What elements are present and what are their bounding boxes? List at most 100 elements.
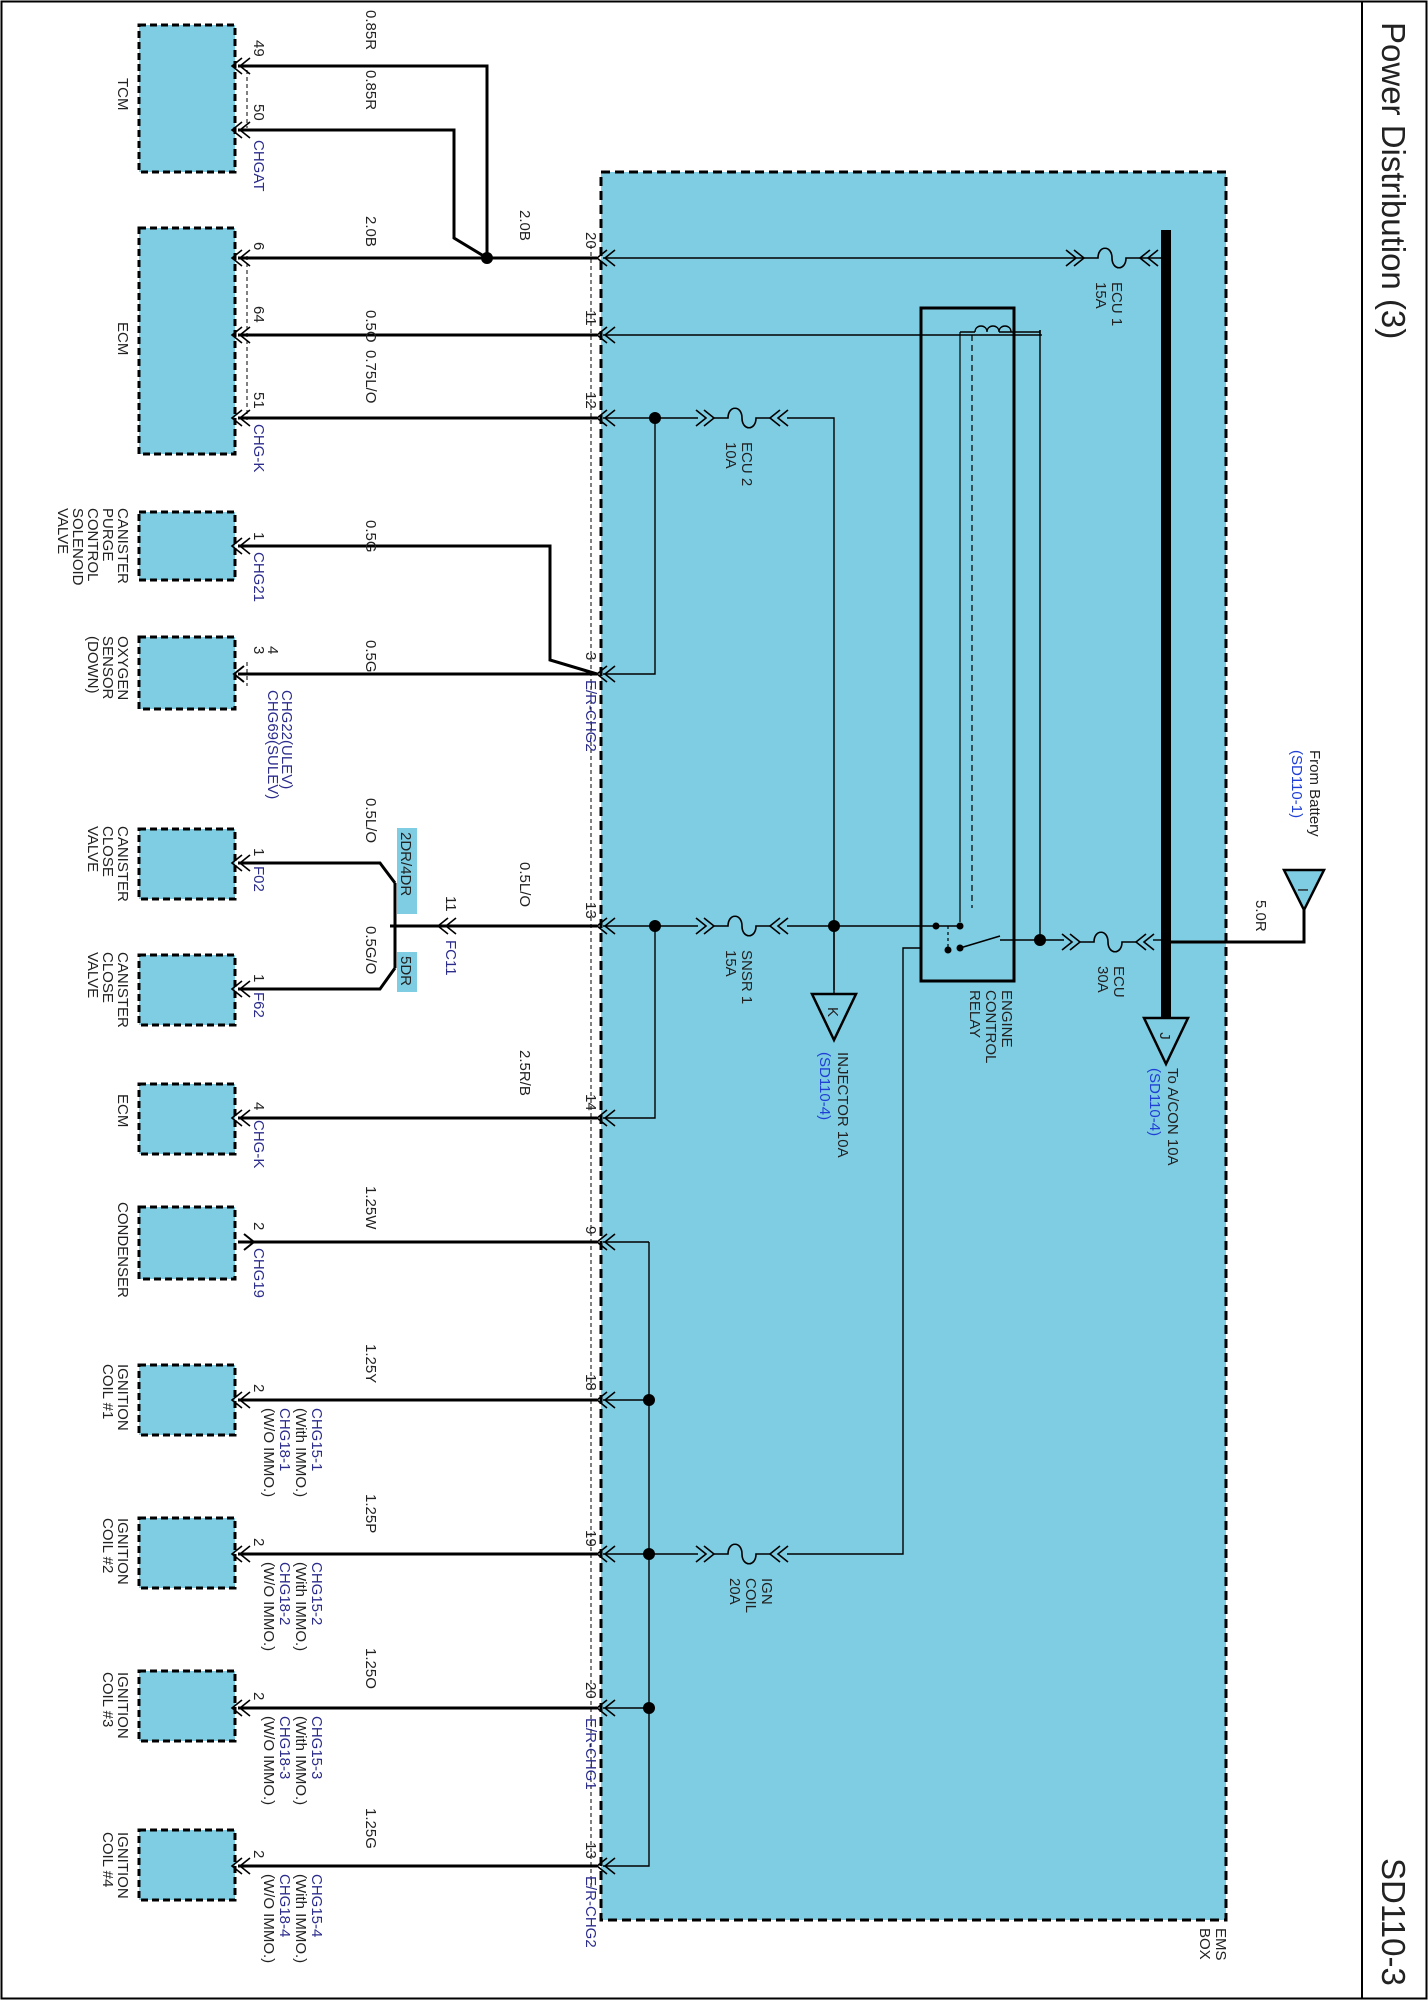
svg-text:CHG15-3: CHG15-3	[308, 1716, 325, 1779]
svg-text:CHG19: CHG19	[250, 1248, 267, 1298]
oxygen-sensor-box	[137, 635, 237, 711]
svg-text:0.85R: 0.85R	[362, 10, 379, 50]
svg-text:(With IMMO.): (With IMMO.)	[292, 1874, 309, 1963]
svg-text:ECU: ECU	[1110, 966, 1127, 998]
svg-text:18: 18	[582, 1374, 599, 1391]
purge-valve-label: CANISTER PURGE CONTROL SOLENOID VALVE	[54, 508, 131, 586]
svg-text:2: 2	[250, 1692, 267, 1700]
svg-text:1.25W: 1.25W	[362, 1186, 379, 1230]
svg-text:13: 13	[582, 902, 599, 919]
svg-text:0.5O: 0.5O	[362, 310, 379, 343]
svg-text:2.5R/B: 2.5R/B	[516, 1050, 533, 1096]
battery-source: I From Battery (SD110-1)	[1281, 750, 1327, 913]
svg-text:ECU 2: ECU 2	[738, 442, 755, 486]
svg-text:E/R-CHG1: E/R-CHG1	[582, 1718, 599, 1790]
wire-purge	[238, 544, 598, 676]
svg-text:IGNITION: IGNITION	[114, 1832, 131, 1899]
svg-text:VALVE: VALVE	[54, 508, 71, 554]
engine-control-relay: ENGINE CONTROL RELAY	[919, 306, 1040, 1063]
svg-text:COIL: COIL	[742, 1578, 759, 1613]
condenser-label: CONDENSER	[114, 1202, 131, 1298]
wire-codes: 0.85R 0.85R 2.0B 2.0B 0.5O 0.75L/O 0.5G …	[362, 10, 1269, 1849]
relay-coil	[960, 325, 1040, 333]
page-title: Power Distribution (3)	[1375, 22, 1412, 339]
svg-text:0.5G: 0.5G	[362, 520, 379, 553]
fuse-ecu2: ECU 2 10A	[695, 407, 789, 486]
svg-text:10A: 10A	[722, 442, 739, 469]
svg-text:6: 6	[250, 242, 267, 250]
svg-text:VALVE: VALVE	[84, 826, 101, 872]
coil-connectors: CHG15-1 (With IMMO.) CHG18-1 (W/O IMMO.)…	[260, 1408, 325, 1963]
svg-text:SOLENOID: SOLENOID	[69, 508, 86, 586]
coil-1-connectors: CHG15-1 (With IMMO.) CHG18-1 (W/O IMMO.)	[260, 1408, 325, 1497]
condenser-box	[137, 1205, 237, 1281]
ecm-bottom-box	[137, 1082, 237, 1156]
wire-tcm-50	[238, 128, 488, 260]
svg-text:CHG69(SULEV): CHG69(SULEV)	[264, 690, 281, 799]
svg-text:2.0B: 2.0B	[362, 216, 379, 247]
svg-text:12: 12	[582, 392, 599, 409]
svg-text:CHG-K: CHG-K	[250, 424, 267, 472]
svg-text:0.5G/O: 0.5G/O	[362, 926, 379, 974]
wire-tcm-49	[238, 64, 489, 258]
svg-text:2: 2	[250, 1384, 267, 1392]
svg-text:(W/O IMMO.): (W/O IMMO.)	[260, 1716, 277, 1805]
svg-text:CHG15-1: CHG15-1	[308, 1408, 325, 1471]
tcm-box	[137, 23, 237, 174]
injector-label: INJECTOR 10A	[834, 1052, 851, 1158]
wire-battery	[1162, 906, 1306, 944]
svg-text:3: 3	[250, 646, 267, 654]
purge-valve-box	[137, 510, 237, 582]
svg-text:0.75L/O: 0.75L/O	[362, 350, 379, 403]
svg-text:5.0R: 5.0R	[1252, 900, 1269, 932]
svg-text:CHG18-2: CHG18-2	[276, 1562, 293, 1625]
svg-text:CONTROL: CONTROL	[982, 990, 999, 1063]
close-valve-1-label: CANISTER CLOSE VALVE	[84, 826, 131, 902]
coil-4-label: IGNITION COIL #4	[99, 1832, 131, 1899]
coil-2-label: IGNITION COIL #2	[99, 1518, 131, 1585]
wires	[238, 64, 1306, 1868]
svg-text:13: 13	[582, 1842, 599, 1859]
svg-text:CONTROL: CONTROL	[84, 508, 101, 581]
wire-cv1	[238, 861, 397, 884]
svg-text:CANISTER: CANISTER	[114, 508, 131, 584]
svg-text:FC11: FC11	[442, 940, 459, 976]
box-pins: 20 11 12 3 13 14 9 18 19 20 13	[582, 232, 599, 1859]
coil-4-connectors: CHG15-4 (With IMMO.) CHG18-4 (W/O IMMO.)	[260, 1874, 325, 1963]
svg-text:(W/O IMMO.): (W/O IMMO.)	[260, 1874, 277, 1963]
svg-text:(With IMMO.): (With IMMO.)	[292, 1562, 309, 1651]
page-code: SD110-3	[1375, 1858, 1412, 1986]
battery-label: From Battery	[1306, 750, 1323, 837]
coil-1-label: IGNITION COIL #1	[99, 1364, 131, 1431]
svg-text:OXYGEN: OXYGEN	[114, 636, 131, 700]
battery-ref: (SD110-1)	[1288, 750, 1305, 818]
svg-text:J: J	[1156, 1032, 1173, 1040]
component-labels: TCM ECM CANISTER PURGE CONTROL SOLENOID …	[54, 78, 131, 1899]
coil-2-box	[137, 1516, 237, 1590]
svg-text:(With IMMO.): (With IMMO.)	[292, 1408, 309, 1497]
coil-4-box	[137, 1828, 237, 1902]
svg-text:CHG-K: CHG-K	[250, 1120, 267, 1168]
svg-text:15A: 15A	[722, 950, 739, 977]
fuse-ign-coil: IGN COIL 20A	[695, 1543, 789, 1613]
svg-text:CHG18-3: CHG18-3	[276, 1716, 293, 1779]
svg-text:F62: F62	[250, 992, 267, 1018]
svg-text:2.0B: 2.0B	[516, 210, 533, 241]
svg-text:30A: 30A	[1094, 966, 1111, 993]
svg-text:PURGE: PURGE	[99, 508, 116, 561]
svg-text:CANISTER: CANISTER	[114, 826, 131, 902]
svg-text:4: 4	[250, 1102, 267, 1110]
close-valve-2-label: CANISTER CLOSE VALVE	[84, 952, 131, 1028]
svg-text:IGN: IGN	[758, 1578, 775, 1605]
svg-text:E/R-CHG2: E/R-CHG2	[582, 680, 599, 752]
svg-text:9: 9	[582, 1226, 599, 1234]
relay-box	[919, 306, 1016, 983]
svg-text:F02: F02	[250, 866, 267, 892]
wire-cv2	[238, 967, 397, 991]
svg-text:2: 2	[250, 1222, 267, 1230]
svg-text:1.25O: 1.25O	[362, 1648, 379, 1689]
tag-2dr-4dr: 2DR/4DR	[397, 828, 417, 914]
coil-3-label: IGNITION COIL #3	[99, 1672, 131, 1739]
injector-ref: (SD110-4)	[816, 1052, 833, 1120]
svg-text:BOX: BOX	[1196, 1928, 1213, 1960]
